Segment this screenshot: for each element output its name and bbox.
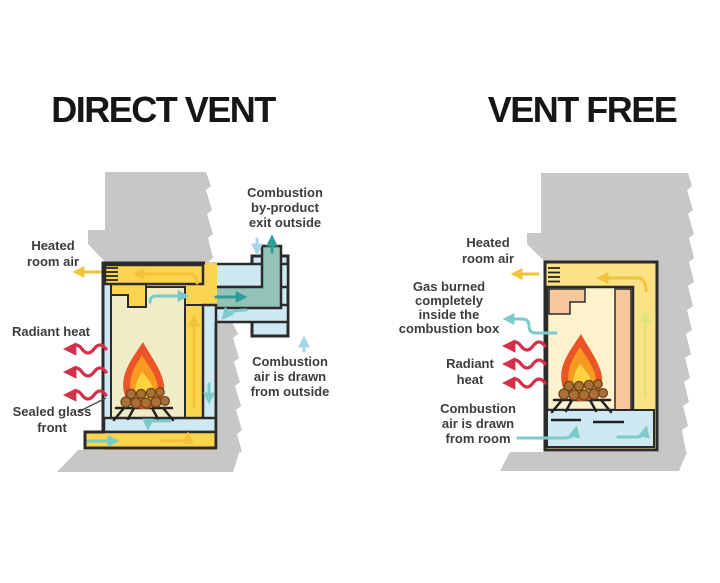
radiant-heat-wave-icon <box>62 342 108 356</box>
sealed-glass-pointer-line <box>77 397 107 413</box>
radiant-heat-wave-icon <box>62 365 108 379</box>
exhaust-arrow-light <box>148 290 190 304</box>
radiant-heat-wave-icon <box>62 388 108 402</box>
label-combustion-air-left: from outside <box>251 384 330 399</box>
combustion-box-liner <box>614 288 632 411</box>
label-sealed-glass: Sealed glass <box>13 404 92 419</box>
label-gas-burned: inside the <box>419 307 480 322</box>
top-louver-icon <box>106 267 118 281</box>
label-combustion-air-right: air is drawn <box>442 416 514 431</box>
label-combustion-air-left: Combustion <box>252 354 328 369</box>
room-air-inner-arrow <box>616 425 650 439</box>
right-chimney-wall <box>527 173 694 452</box>
intake-duct-curve-arrow <box>221 306 248 320</box>
gas-burned-curve-arrow <box>502 313 558 335</box>
label-heated-room-air: Heated <box>31 238 74 253</box>
label-combustion-air-right: from room <box>446 431 511 446</box>
label-gas-burned: combustion box <box>399 321 500 336</box>
direct-vent-diagram: DIRECT VENT <box>12 89 329 472</box>
label-byproduct: Combustion <box>247 185 323 200</box>
radiant-heat-wave-icon <box>501 339 547 353</box>
room-air-base <box>546 409 655 448</box>
label-combustion-air-left: air is drawn <box>254 369 326 384</box>
radiant-heat-wave-icon <box>501 357 547 371</box>
left-chimney-wall <box>88 172 213 262</box>
label-combustion-air-right: Combustion <box>440 401 516 416</box>
label-heated-room-air: Heated <box>466 235 509 250</box>
label-radiant-heat: Radiant <box>446 356 494 371</box>
left-floor-slab <box>57 450 240 472</box>
vent-free-diagram: VENT FREE Heated room air Gas burned com… <box>399 89 694 471</box>
label-radiant-heat: Radiant heat <box>12 324 91 339</box>
left-title: DIRECT VENT <box>51 89 276 130</box>
radiant-heat-wave-icon <box>501 376 547 390</box>
label-heated-room-air: room air <box>462 251 514 266</box>
left-outer-wall <box>218 322 242 452</box>
heated-air-arrow-inside <box>132 268 199 285</box>
top-louver-icon <box>548 267 560 283</box>
sealed-glass-front <box>104 285 111 420</box>
label-gas-burned: completely <box>415 293 484 308</box>
base-slot-icon <box>551 418 624 424</box>
label-sealed-glass: front <box>37 420 67 435</box>
label-radiant-heat: heat <box>457 372 484 387</box>
label-heated-room-air: room air <box>27 254 79 269</box>
plenum-arrow <box>142 418 172 431</box>
right-floor-slab <box>500 452 687 471</box>
right-title: VENT FREE <box>488 89 677 130</box>
label-byproduct: exit outside <box>249 215 321 230</box>
label-gas-burned: Gas burned <box>413 279 485 294</box>
combustion-box-baffle <box>548 288 586 315</box>
heated-air-arrow-inside <box>596 272 648 293</box>
room-air-inlet-arrow <box>160 431 194 444</box>
room-air-enter-arrow <box>516 425 581 440</box>
firebox-outer-border <box>83 261 218 450</box>
label-byproduct: by-product <box>251 200 320 215</box>
